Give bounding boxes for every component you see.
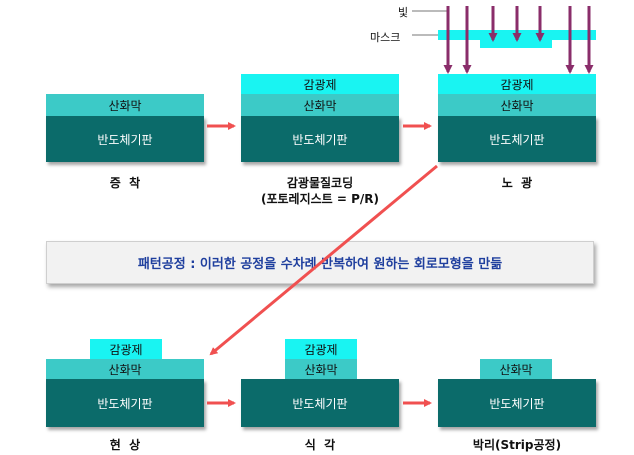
- oxide-label: 산화막: [499, 362, 533, 377]
- oxide-label: 산화막: [108, 362, 142, 377]
- substrate-label: 반도체기판: [292, 132, 348, 147]
- etching-caption: 식 각: [304, 438, 336, 452]
- oxide-layer: 산화막: [46, 359, 204, 379]
- photoresist-layer: 감광제: [438, 74, 596, 94]
- photoresist-layer: 감광제: [285, 339, 357, 359]
- oxide-layer: 산화막: [285, 359, 357, 379]
- substrate-layer: 반도체기판: [241, 379, 399, 427]
- photoresist-layer: 감광제: [241, 74, 399, 94]
- oxide-layer: 산화막: [480, 359, 552, 379]
- oxide-label: 산화막: [304, 362, 338, 377]
- strip-caption: 박리(Strip공정): [472, 438, 562, 452]
- legend-light-label: 빛: [398, 6, 409, 19]
- substrate-layer: 반도체기판: [438, 116, 596, 162]
- substrate-label: 반도체기판: [489, 132, 545, 147]
- photoresist-layer: 감광제: [90, 339, 162, 359]
- photoresist-label: 감광제: [304, 342, 338, 357]
- substrate-label: 반도체기판: [97, 396, 153, 411]
- oxide-layer: 산화막: [46, 94, 204, 116]
- coating-caption-line2: (포토레지스트 = P/R): [260, 192, 380, 206]
- coating-caption-line1: 감광물질코딩: [286, 176, 354, 190]
- deposition-caption: 증 착: [109, 176, 141, 190]
- substrate-label: 반도체기판: [292, 396, 348, 411]
- oxide-label: 산화막: [108, 98, 142, 113]
- exposure-caption: 노 광: [501, 176, 533, 190]
- oxide-layer: 산화막: [438, 94, 596, 116]
- photoresist-label: 감광제: [109, 342, 143, 357]
- substrate-layer: 반도체기판: [46, 116, 204, 162]
- substrate-layer: 반도체기판: [46, 379, 204, 427]
- mask-bar-lower: [480, 40, 552, 48]
- photoresist-label: 감광제: [303, 77, 337, 92]
- substrate-label: 반도체기판: [489, 396, 545, 411]
- substrate-label: 반도체기판: [97, 132, 153, 147]
- development-caption: 현 상: [109, 438, 141, 452]
- oxide-layer: 산화막: [241, 94, 399, 116]
- oxide-label: 산화막: [303, 98, 337, 113]
- photoresist-label: 감광제: [500, 77, 534, 92]
- oxide-label: 산화막: [500, 98, 534, 113]
- legend-mask-label: 마스크: [370, 31, 401, 44]
- substrate-layer: 반도체기판: [241, 116, 399, 162]
- substrate-layer: 반도체기판: [438, 379, 596, 427]
- flow-arrow-exposure-to-development: [209, 164, 438, 356]
